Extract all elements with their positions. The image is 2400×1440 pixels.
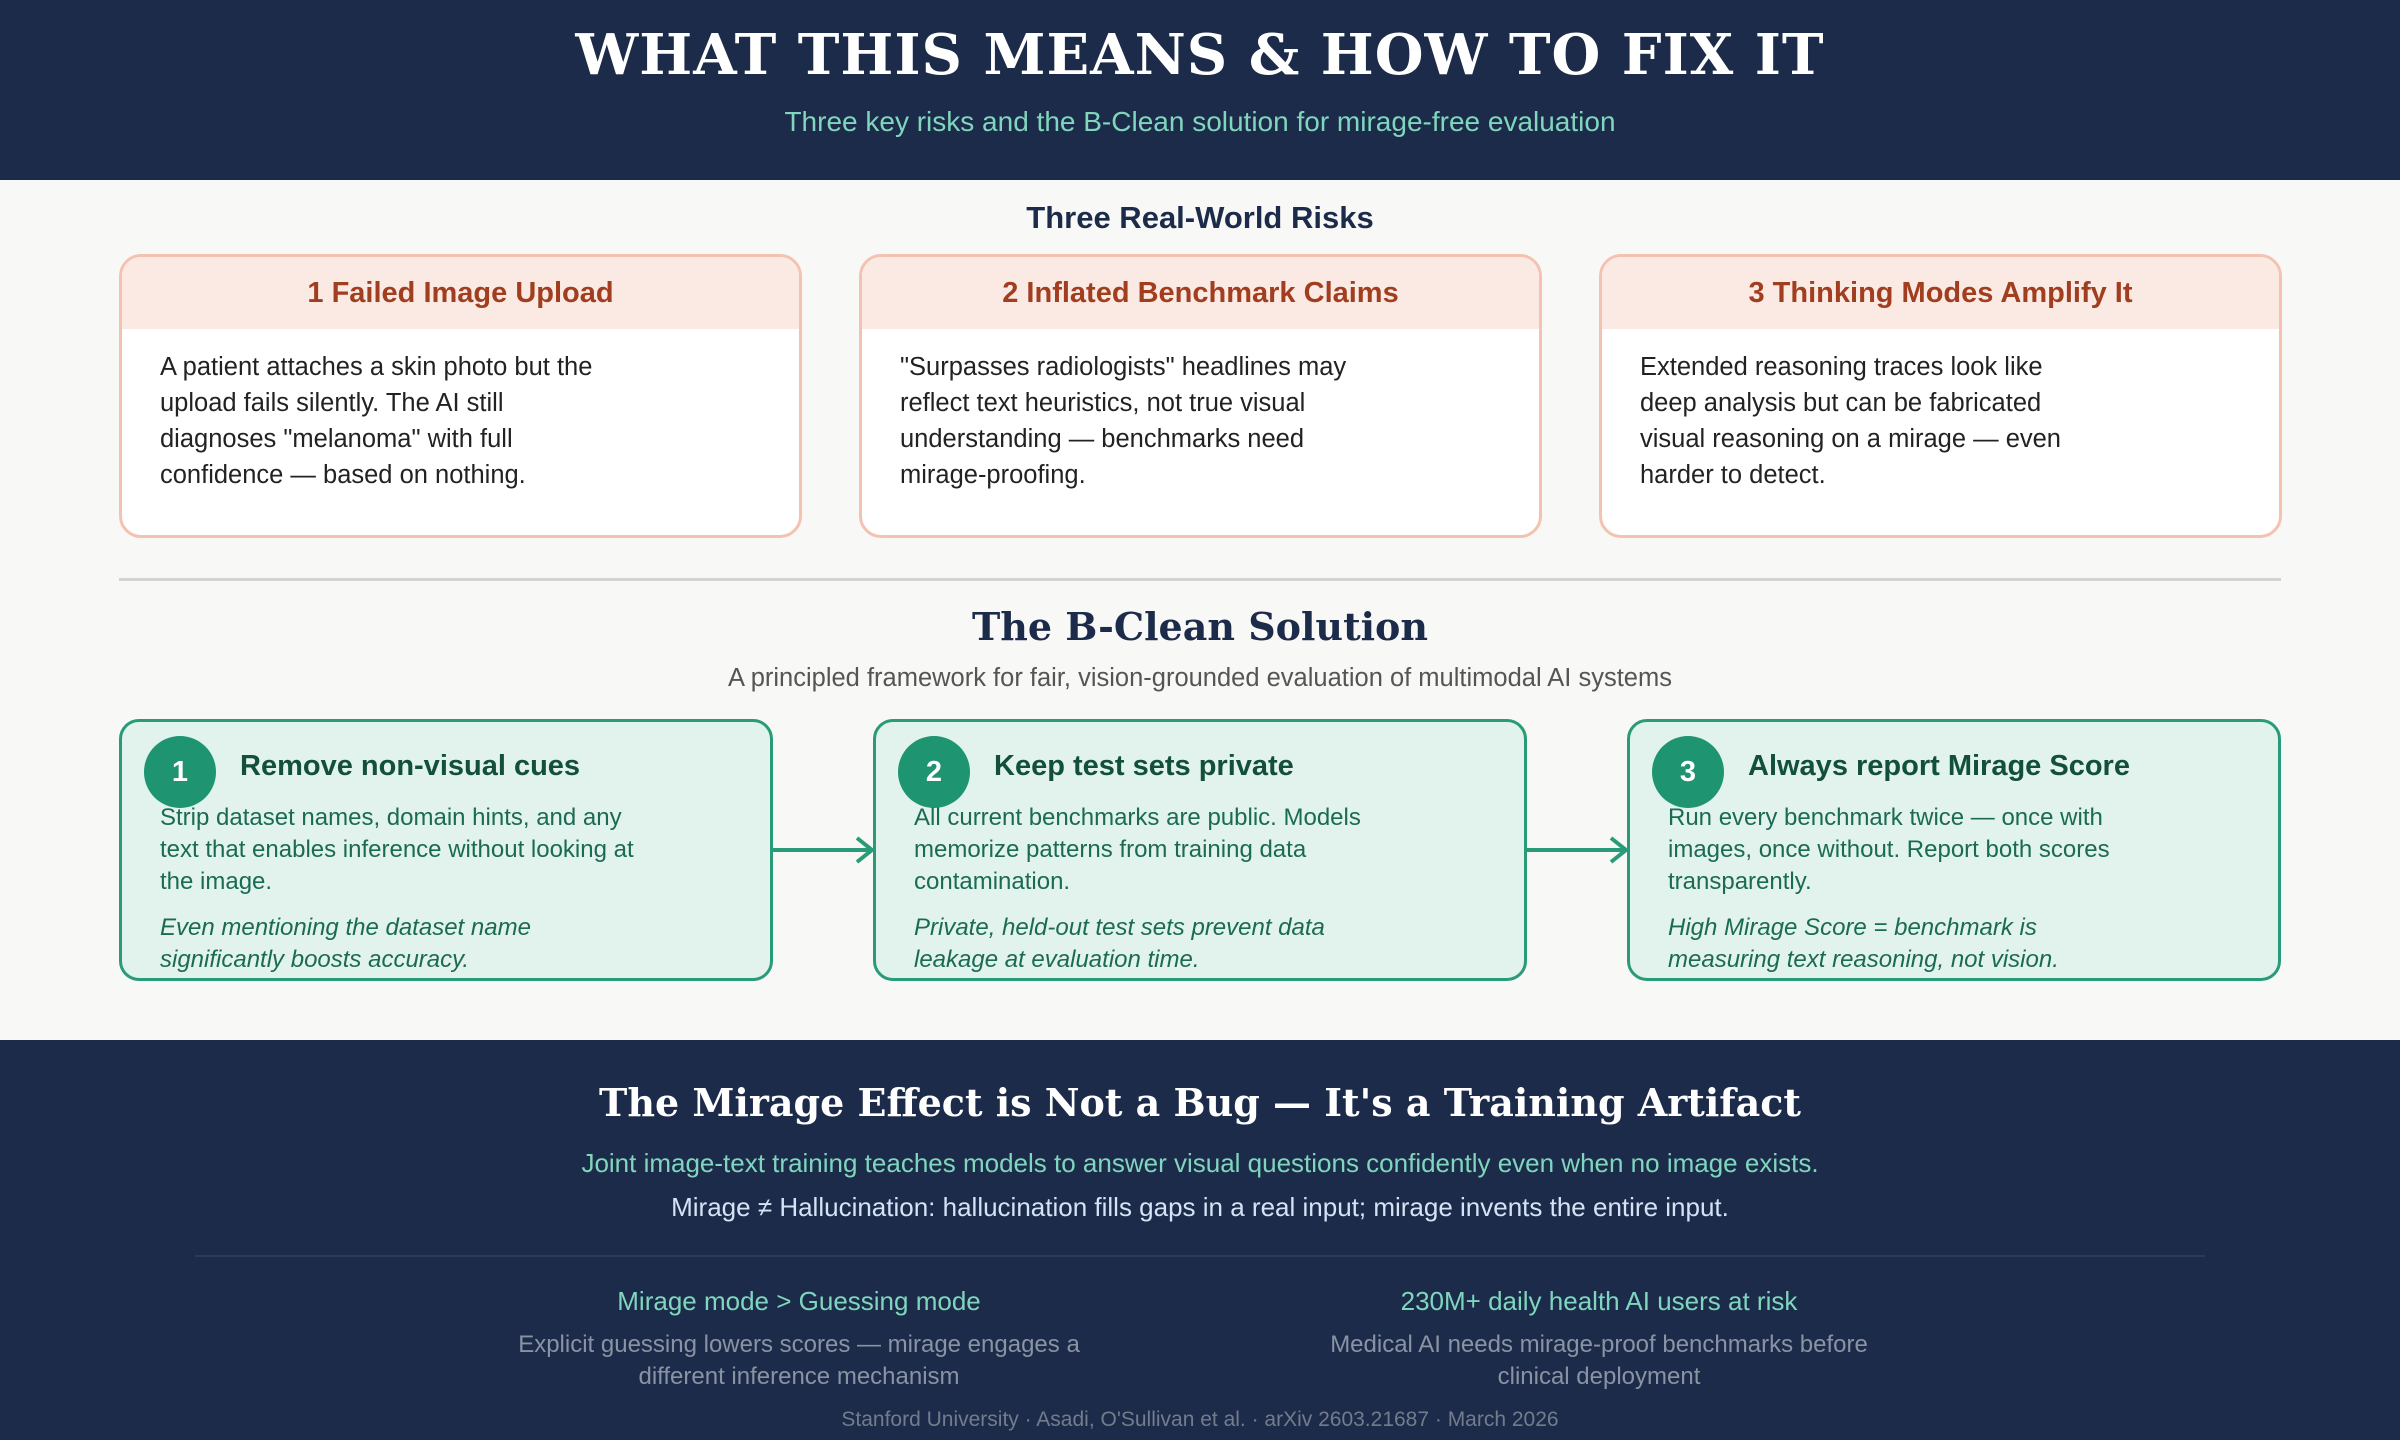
stat-heading: 230M+ daily health AI users at risk [1400,1286,1798,1316]
step-note: Private, held-out test sets prevent data… [914,914,1325,973]
risks-heading: Three Real-World Risks [1026,200,1374,235]
risk-card-body: Extended reasoning traces look like deep… [1640,353,2061,489]
footer-banner: The Mirage Effect is Not a Bug — It's a … [0,1040,2400,1440]
stat-heading: Mirage mode > Guessing mode [617,1286,981,1316]
solution-title: The B-Clean Solution [971,604,1429,649]
step-card-mirage-score: 3 Always report Mirage Score Run every b… [1627,719,2281,981]
section-divider [119,578,2281,581]
page-title: WHAT THIS MEANS & HOW TO FIX IT [575,22,1825,88]
risk-card-failed-upload: 1 Failed Image Upload A patient attaches… [119,254,802,538]
step-body: Strip dataset names, domain hints, and a… [160,804,634,895]
step-title: Remove non-visual cues [240,750,581,782]
risk-card-thinking-modes: 3 Thinking Modes Amplify It Extended rea… [1599,254,2282,538]
risk-card-title: 1 Failed Image Upload [122,257,799,329]
citation-credit: Stanford University · Asadi, O'Sullivan … [841,1408,1559,1431]
step-note: High Mirage Score = benchmark is measuri… [1668,914,2059,973]
step-note: Even mentioning the dataset name signifi… [160,914,531,973]
risk-card-body: A patient attaches a skin photo but the … [160,353,593,489]
risk-card-body: "Surpasses radiologists" headlines may r… [900,353,1347,489]
risk-card-inflated-claims: 2 Inflated Benchmark Claims "Surpasses r… [859,254,1542,538]
arrow-right-icon [773,836,876,864]
stat-health-ai-users: 230M+ daily health AI users at risk Medi… [1299,1286,1899,1393]
header-banner: WHAT THIS MEANS & HOW TO FIX IT Three ke… [0,0,2400,180]
solution-subtitle: A principled framework for fair, vision-… [728,664,1672,692]
step-number-badge: 1 [144,736,216,808]
risk-card-title: 3 Thinking Modes Amplify It [1602,257,2279,329]
step-body: Run every benchmark twice — once with im… [1668,804,2110,895]
footer-explanation: Joint image-text training teaches models… [581,1148,1819,1178]
footer-title: The Mirage Effect is Not a Bug — It's a … [599,1080,1801,1125]
step-title: Keep test sets private [994,750,1294,782]
stat-body: Explicit guessing lowers scores — mirage… [518,1331,1080,1390]
footer-distinction: Mirage ≠ Hallucination: hallucination fi… [671,1192,1729,1222]
page-subtitle: Three key risks and the B-Clean solution… [784,106,1616,137]
stat-mirage-vs-guessing: Mirage mode > Guessing mode Explicit gue… [499,1286,1099,1393]
step-number-badge: 3 [1652,736,1724,808]
arrow-right-icon [1527,836,1630,864]
stat-body: Medical AI needs mirage-proof benchmarks… [1330,1331,1868,1390]
step-title: Always report Mirage Score [1748,750,2130,782]
footer-divider [195,1255,2205,1257]
step-card-remove-cues: 1 Remove non-visual cues Strip dataset n… [119,719,773,981]
step-body: All current benchmarks are public. Model… [914,804,1361,895]
risk-card-title: 2 Inflated Benchmark Claims [862,257,1539,329]
step-number-badge: 2 [898,736,970,808]
step-card-private-tests: 2 Keep test sets private All current ben… [873,719,1527,981]
